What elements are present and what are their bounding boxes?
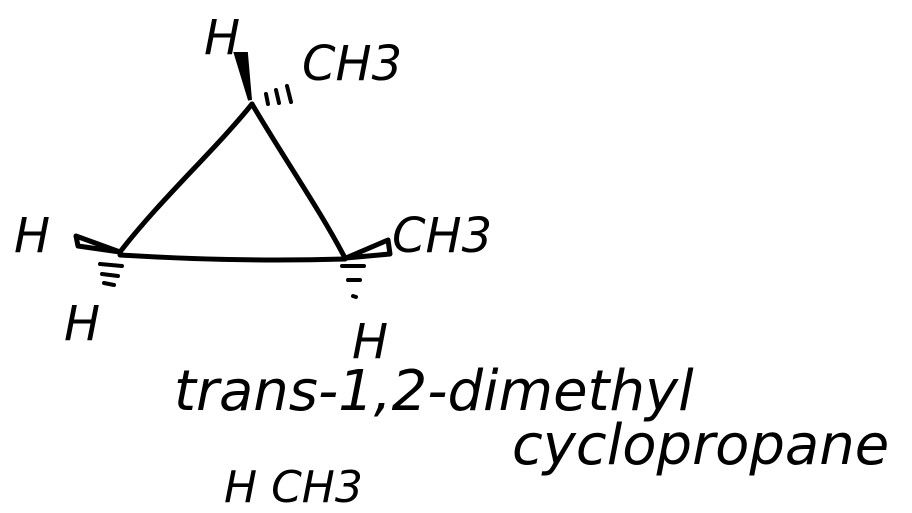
top-wedge-bond [233,52,252,101]
label-left-h-hash: H [64,296,101,352]
label-top-h: H [204,10,241,66]
label-right-h: H [352,314,389,370]
compound-name-line2: cyclopropane [512,413,890,478]
ring-bond-left [117,101,255,255]
label-left-h-wedge: H [14,208,51,264]
bottom-partial-label: H CH3 [224,462,363,513]
label-right-ch3: CH3 [392,208,493,264]
compound-name-line1: trans-1,2-dimethyl [174,359,694,424]
right-hash-bond [340,264,366,299]
ring-bond-right [249,101,348,261]
left-hash-bond [98,262,124,287]
top-hash-bond [264,84,293,106]
right-wedge-bond [343,237,393,261]
ring-bond-bottom [117,252,348,263]
label-top-ch3: CH3 [302,36,403,92]
left-wedge-bond [73,233,123,255]
